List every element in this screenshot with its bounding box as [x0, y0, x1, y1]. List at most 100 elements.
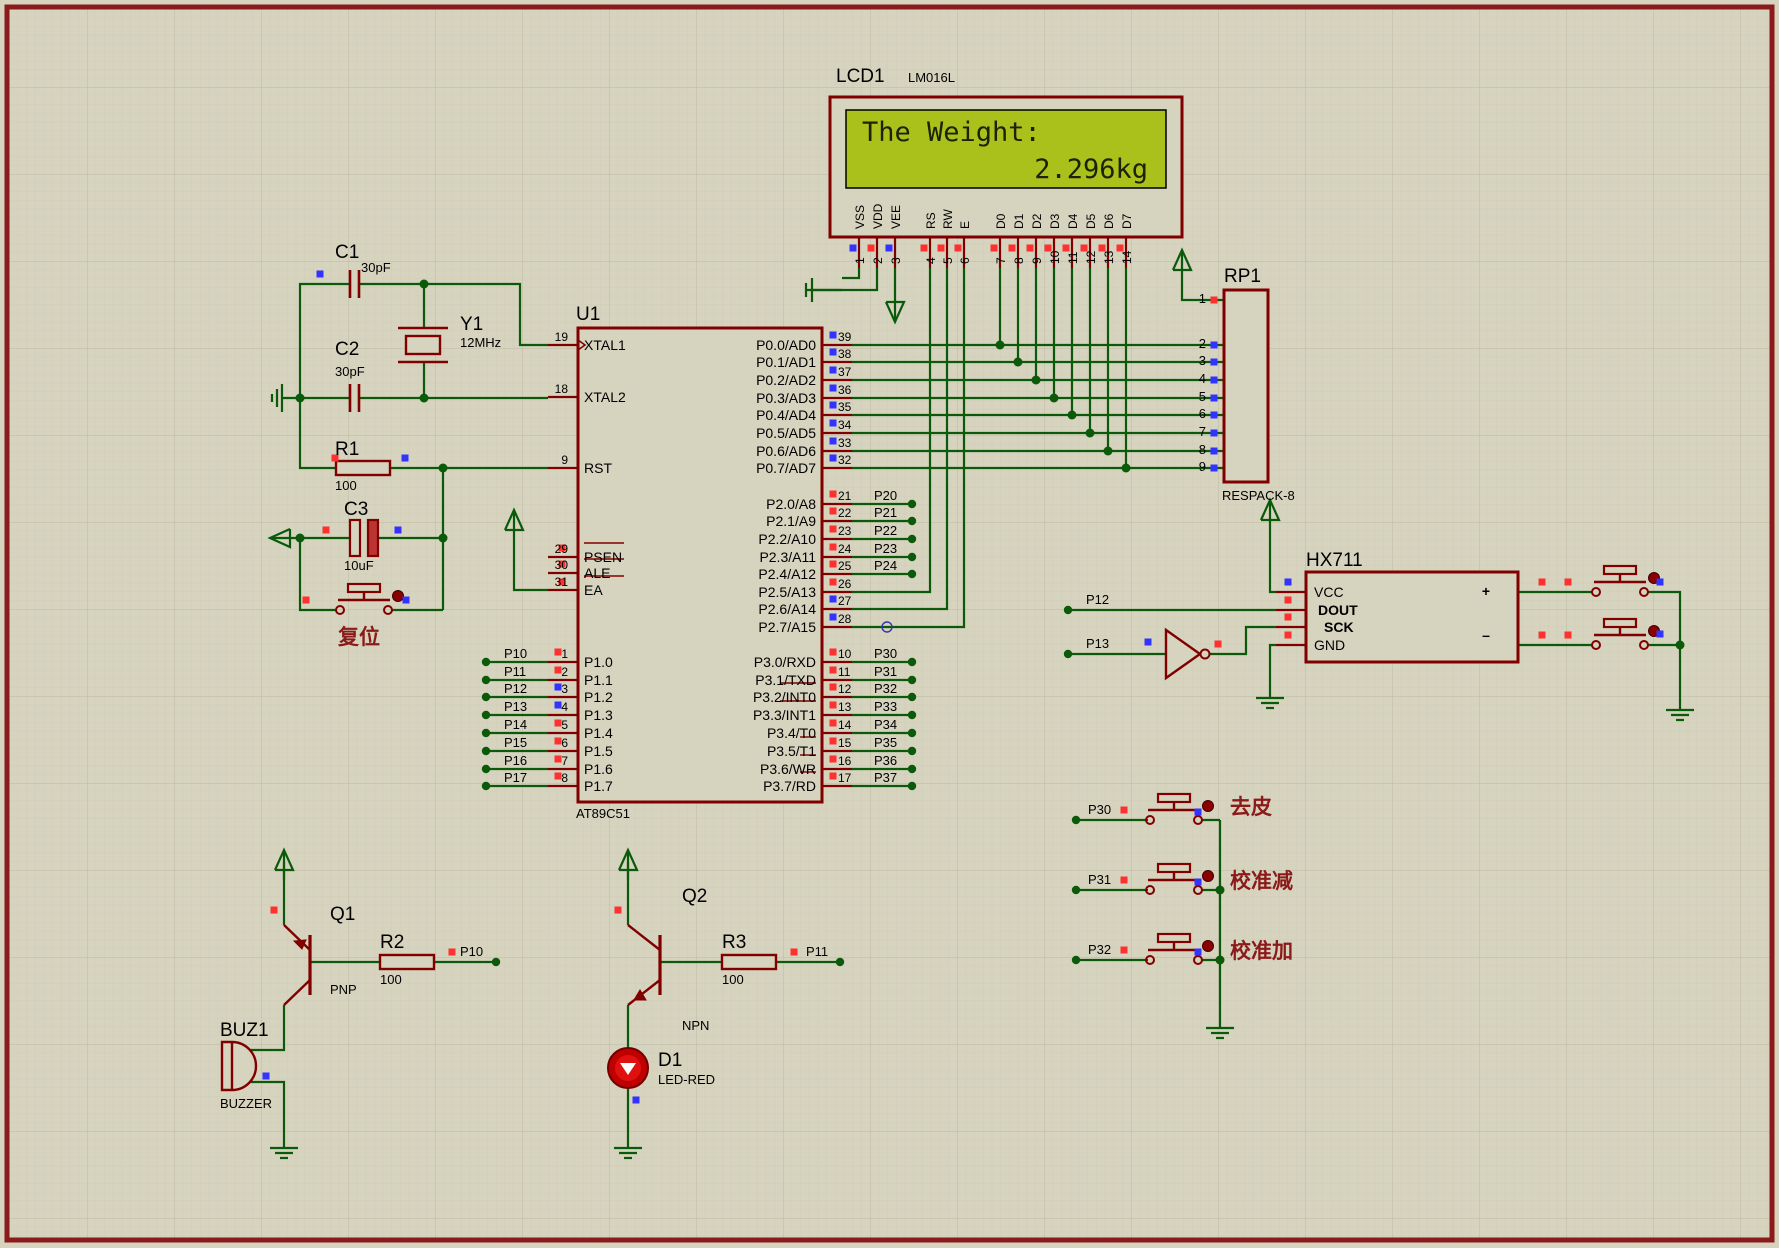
lcd-pin-number: 7	[994, 257, 1008, 264]
p3-net-label: P36	[874, 753, 897, 768]
q1-ref: Q1	[330, 904, 355, 925]
terminal-dot	[481, 710, 491, 720]
pin-marker	[1210, 429, 1218, 437]
mcu-pin-number: 15	[838, 736, 852, 750]
q1-emitter	[283, 924, 311, 951]
lcd-pin-name: VSS	[853, 205, 867, 229]
pin-marker	[990, 244, 998, 252]
mcu-pin-name: P3.2/INT0	[753, 689, 816, 705]
pin-marker	[322, 526, 330, 534]
lcd-pin-name: VEE	[889, 205, 903, 229]
hx711-p13-label: P13	[1086, 636, 1109, 651]
pin-marker	[829, 348, 837, 356]
buzzer-body	[220, 1040, 258, 1092]
terminal-dot	[907, 675, 917, 685]
pin-marker	[1538, 578, 1546, 586]
mcu-pin-number: 26	[838, 577, 852, 591]
clock-marker	[577, 339, 587, 351]
pin-marker	[1210, 376, 1218, 384]
terminal-dot	[1071, 815, 1081, 825]
c3-value: 10uF	[344, 558, 374, 573]
hx711-plus: +	[1482, 583, 1490, 599]
switch-contact	[1145, 955, 1155, 965]
d1-part: LED-RED	[658, 1072, 715, 1087]
pin-marker	[829, 384, 837, 392]
mcu-pin-name: ALE	[584, 565, 610, 581]
led-diode-mark	[620, 1063, 636, 1075]
junction-dot	[1215, 955, 1225, 965]
terminal-dot	[481, 657, 491, 667]
pin-marker	[1080, 244, 1088, 252]
hx711-minus: –	[1482, 627, 1490, 643]
mcu-pin-number: 13	[838, 700, 852, 714]
terminal-dot	[907, 552, 917, 562]
q1-type: PNP	[330, 982, 357, 997]
rp1-pin-number: 3	[1199, 353, 1206, 368]
terminal-dot	[907, 728, 917, 738]
mcu-pin-name: P2.5/A13	[758, 584, 816, 600]
pin-marker	[829, 613, 837, 621]
mcu-pin-number: 4	[561, 700, 568, 714]
pin-marker	[829, 419, 837, 427]
mcu-pin-number: 6	[561, 736, 568, 750]
pin-marker	[316, 270, 324, 278]
junction-dot	[1031, 375, 1041, 385]
mcu-pin-number: 37	[838, 365, 852, 379]
switch-contact	[335, 605, 345, 615]
pin-marker	[829, 331, 837, 339]
pin-marker	[394, 526, 402, 534]
mcu-pin-number: 36	[838, 383, 852, 397]
mcu-body	[576, 326, 824, 804]
terminal-dot	[907, 499, 917, 509]
mcu-pin-name: P3.1/TXD	[755, 672, 816, 688]
lcd-pin-number: 14	[1120, 250, 1134, 264]
mcu-pin-name: P3.3/INT1	[753, 707, 816, 723]
terminal-dot	[835, 957, 845, 967]
pin-marker	[1210, 411, 1218, 419]
mcu-pin-name: P0.2/AD2	[756, 372, 816, 388]
lcd-pin-number: 4	[924, 257, 938, 264]
pin-marker	[1214, 640, 1222, 648]
hx711-vcc-wire	[1268, 530, 1276, 594]
pin-marker	[1284, 596, 1292, 604]
junction-dot	[1103, 446, 1113, 456]
hx711-pin-name: SCK	[1324, 619, 1354, 635]
mcu-pin-number: 22	[838, 506, 852, 520]
lcd-line1: The Weight:	[862, 117, 1041, 148]
pin-marker	[331, 454, 339, 462]
mcu-pin-number: 10	[838, 647, 852, 661]
mcu-pin-name: P0.5/AD5	[756, 425, 816, 441]
junction-dot	[419, 279, 429, 289]
terminal-dot	[481, 764, 491, 774]
pin-marker	[829, 560, 837, 568]
mcu-pin-number: 21	[838, 489, 852, 503]
probe-marker	[881, 621, 893, 633]
loadcell-plus-button	[1602, 564, 1638, 576]
terminal-dot	[481, 781, 491, 791]
lcd-e-wire	[852, 268, 966, 629]
pin-marker	[270, 906, 278, 914]
q1-collector	[283, 979, 311, 1006]
switch-contact	[1193, 885, 1203, 895]
lcd-pin-number: 11	[1066, 251, 1080, 264]
terminal-dot	[1063, 649, 1073, 659]
terminal-dot	[481, 746, 491, 756]
rp1-pin-number: 1	[1199, 291, 1206, 306]
buffer-bubble	[1199, 648, 1211, 660]
pin-marker	[1564, 631, 1572, 639]
mcu-pin-name: P1.5	[584, 743, 613, 759]
mcu-pin-number: 33	[838, 436, 852, 450]
c2-value: 30pF	[335, 364, 365, 379]
c1-value: 30pF	[361, 260, 391, 275]
p3-net-label: P30	[874, 646, 897, 661]
pin-marker	[554, 683, 562, 691]
terminal-dot	[1071, 955, 1081, 965]
lcd-vss-wire	[842, 268, 861, 280]
lcd-pin-name: D5	[1084, 213, 1098, 229]
pin-marker	[829, 666, 837, 674]
mcu-pin-name: P2.6/A14	[758, 601, 816, 617]
p1-net-label: P12	[504, 681, 527, 696]
pin-marker	[790, 948, 798, 956]
mcu-pin-number: 3	[561, 682, 568, 696]
mcu-pin-name: P2.3/A11	[759, 549, 816, 565]
